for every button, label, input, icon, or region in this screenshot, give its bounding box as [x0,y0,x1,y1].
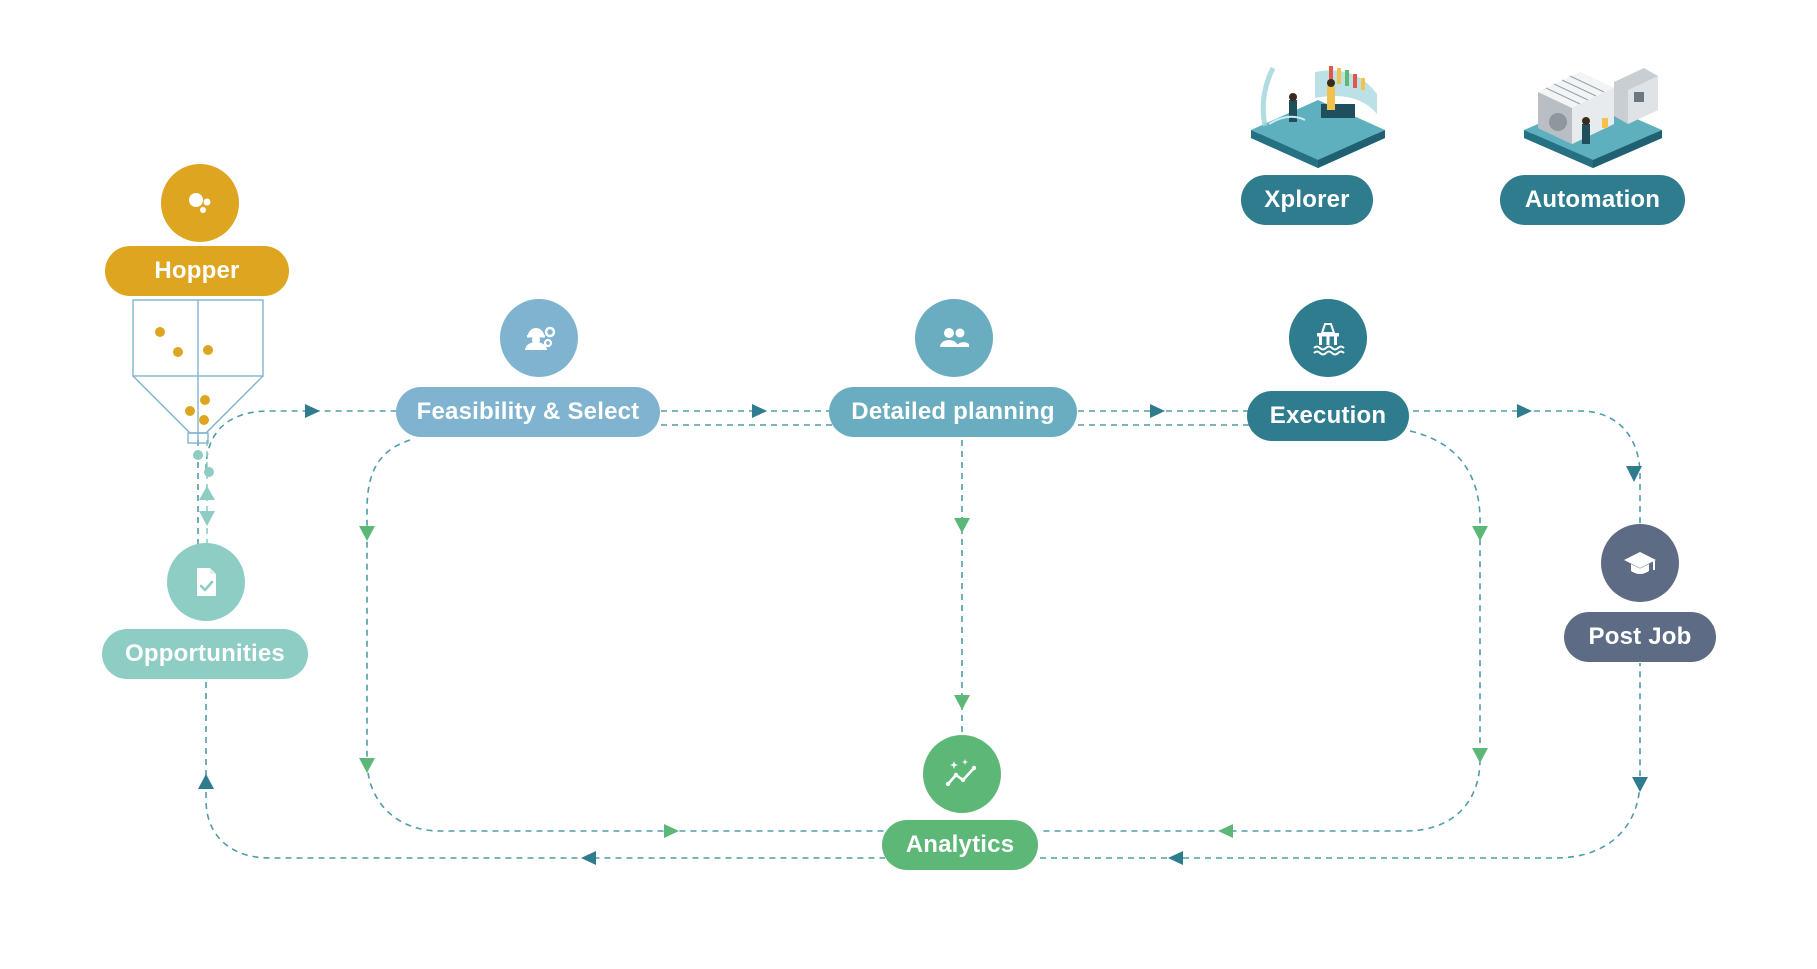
arrow-inner-right-down-2 [1472,748,1488,763]
automation-label[interactable]: Automation [1500,175,1685,225]
hopper-node-icon [161,164,239,242]
analytics-sparkle-icon [945,759,977,787]
arrow-planning-down-1 [954,518,970,533]
feasibility-node-icon [500,299,578,377]
detailed-planning-label[interactable]: Detailed planning [829,387,1077,437]
arrow-to-postjob-right [1517,404,1532,418]
inner-loop-right [1040,430,1481,832]
post-job-label[interactable]: Post Job [1564,612,1716,662]
arrow-planning-down-2 [954,695,970,710]
detailed-planning-node-icon [915,299,993,377]
inner-loop-left [366,439,885,832]
flow-line-execution-postjob [1413,410,1641,528]
arrow-inner-right-down-1 [1472,526,1488,541]
post-job-node-icon [1601,524,1679,602]
hopper-dots-icon [189,193,211,213]
bottom-outer-line [1040,663,1641,859]
analytics-label[interactable]: Analytics [882,820,1038,870]
control-room-illustration [1251,66,1385,168]
hopper-label[interactable]: Hopper [105,246,289,296]
engineer-gears-icon [525,326,556,350]
arrow-bottom-left-1 [1168,851,1183,865]
execution-label[interactable]: Execution [1247,391,1409,441]
arrow-to-opportunities-up [198,774,214,789]
hopper-drop-1 [193,450,203,460]
arrow-to-execution [1150,404,1165,418]
opportunities-label[interactable]: Opportunities [102,629,308,679]
hopper-drop-2 [204,467,214,477]
arrow-to-planning [752,404,767,418]
arrow-to-postjob-down [1626,466,1642,482]
team-people-icon [940,328,969,347]
arrow-inner-to-analytics-left [664,824,679,838]
document-check-icon [197,568,216,596]
xplorer-label[interactable]: Xplorer [1241,175,1373,225]
feasibility-label[interactable]: Feasibility & Select [396,387,660,437]
arrow-inner-left-down-1 [359,526,375,541]
analytics-node-icon [923,735,1001,813]
graduation-cap-icon [1624,552,1656,574]
arrow-postjob-down [1632,777,1648,792]
arrow-inner-left-down-2 [359,758,375,773]
opportunities-down-line [205,682,885,859]
arrow-bottom-left-2 [581,851,596,865]
execution-node-icon [1289,299,1367,377]
arrow-inner-to-analytics-right [1218,824,1233,838]
opportunities-node-icon [167,543,245,621]
hopper-funnel-illustration [132,299,264,446]
arrow-opportunities-up [199,486,215,500]
factory-machine-illustration [1524,68,1662,168]
arrow-opportunities-down [199,511,215,526]
offshore-rig-icon [1313,323,1345,356]
arrow-to-feasibility [305,404,320,418]
